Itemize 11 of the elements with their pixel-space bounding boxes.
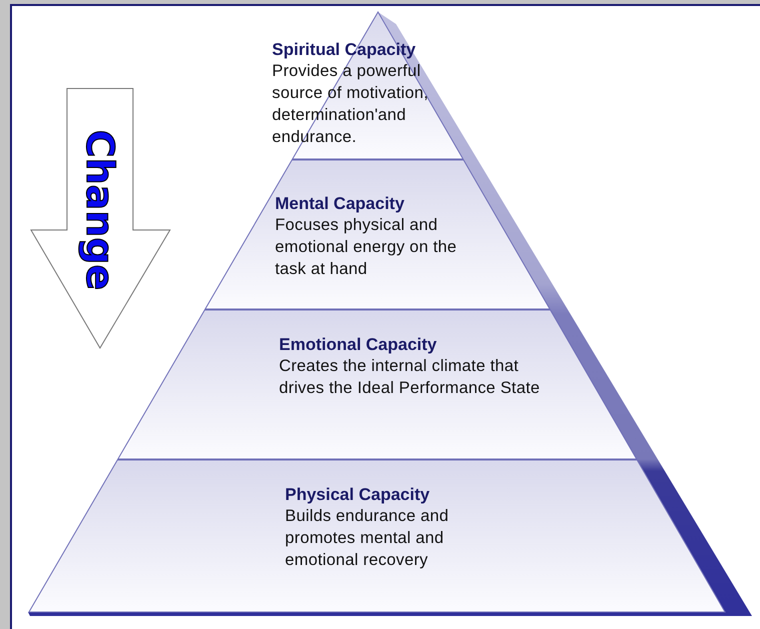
level-heading: Mental Capacity [275,194,406,214]
level-description: Focuses physical and emotional energy on the task at hand [275,215,458,280]
level-heading: Physical Capacity [285,485,431,505]
pyramid-level [270,12,464,159]
level-description: Creates the internal climate that drives the Ideal Performance State [279,356,541,399]
pyramid-level [28,460,725,612]
level-heading: Emotional Capacity [279,335,438,355]
down-arrow [30,88,171,349]
level-description: Builds endurance and promotes mental and emotional recovery [285,506,450,571]
pyramid-level [117,310,637,459]
arrow-label: Change [80,130,120,290]
